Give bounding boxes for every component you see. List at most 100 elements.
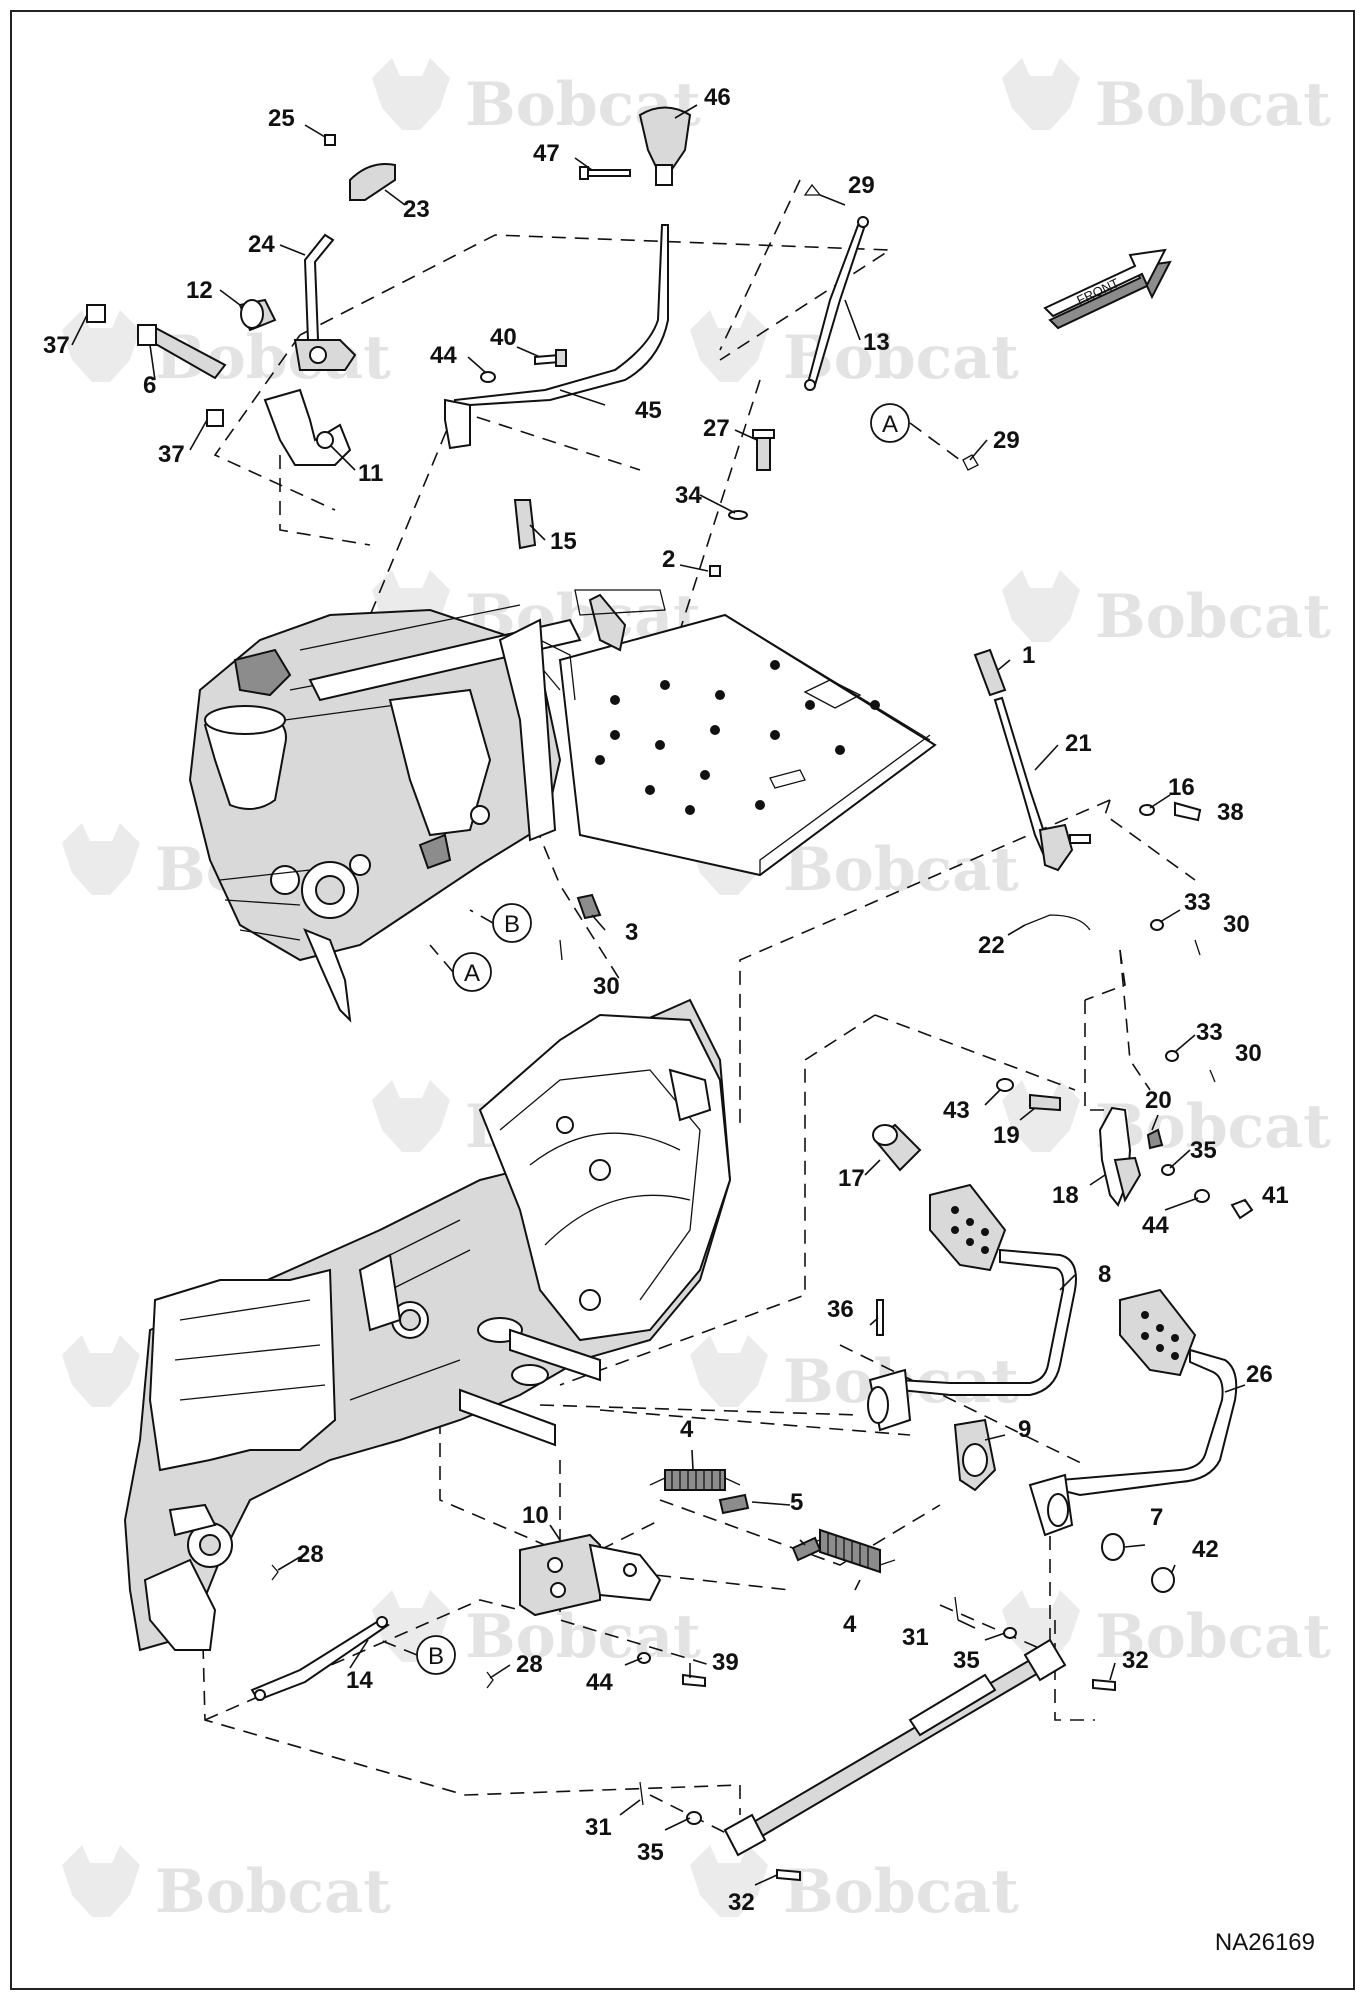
callout-20: 20 [1145, 1087, 1172, 1114]
filter-cap [233, 648, 292, 697]
callout-4b: 4 [843, 1611, 857, 1638]
callout-11: 11 [358, 460, 383, 487]
watermark-brand: Bobcat [155, 1857, 391, 1927]
callout-2: 2 [662, 546, 675, 573]
callout-3: 3 [625, 919, 638, 946]
callout-5: 5 [790, 1489, 803, 1516]
part-27-screw [756, 434, 771, 471]
part-36-roll-pin [876, 1299, 884, 1336]
control-rod-clevis-upper [1023, 1638, 1067, 1682]
part-38-bolt [1174, 801, 1202, 822]
watermark-brand: Bobcat [1095, 582, 1331, 652]
rear-bracket [668, 1068, 712, 1122]
ref-letter: A [882, 411, 898, 438]
watermark-6: Bobcat [1002, 570, 1331, 652]
watermark-2: Bobcat [1002, 58, 1331, 140]
part-26-pedal-arm [1059, 1348, 1238, 1497]
callout-24: 24 [248, 231, 275, 258]
part-4-spring-upper [649, 1469, 741, 1491]
callout-43: 43 [943, 1097, 970, 1124]
part-4-spring-lower [804, 1528, 896, 1574]
part-20-pin [1146, 1128, 1164, 1150]
callout-47: 47 [533, 140, 560, 167]
watermark-brand: Bobcat [465, 1602, 701, 1672]
callout-37b: 37 [158, 441, 185, 468]
part-25-pin [324, 134, 336, 146]
callouts: 46 47 29 25 23 24 12 13 37 6 40 44 45 27… [43, 84, 1289, 1916]
part-33-washer-lower [1165, 1050, 1179, 1062]
bobcat-logo-icon [690, 1335, 768, 1407]
callout-30: 30 [1223, 911, 1250, 938]
bobcat-logo-icon [372, 58, 450, 130]
callout-16: 16 [1168, 774, 1195, 801]
control-rod-sleeve [908, 1673, 997, 1737]
callout-10: 10 [522, 1502, 549, 1529]
callout-32b: 32 [728, 1889, 755, 1916]
drawing-number: NA26169 [1215, 1929, 1315, 1956]
callout-18: 18 [1052, 1182, 1079, 1209]
ref-circle-b-upper: B [492, 903, 532, 943]
callout-12: 12 [186, 277, 213, 304]
floor-plate-holes [595, 660, 880, 815]
part-1-grip [973, 648, 1007, 697]
part-39-bolt [682, 1673, 706, 1688]
callout-35: 35 [1190, 1137, 1217, 1164]
part-7-washer [1101, 1533, 1125, 1561]
callout-8: 8 [1098, 1261, 1111, 1288]
bobcat-logo-icon [1002, 570, 1080, 642]
watermark-10: Bobcat [1002, 1080, 1331, 1162]
callout-44: 44 [430, 342, 457, 369]
callout-32: 32 [1122, 1647, 1149, 1674]
pedal-support-bracket [388, 688, 492, 837]
part-5-spring-right [791, 1536, 822, 1562]
part-33-washer-upper [1150, 919, 1164, 931]
part-30-pin-left [559, 939, 563, 961]
part-29-clip-upper [803, 183, 822, 196]
front-direction-arrow: FRONT [1043, 248, 1172, 330]
callout-25: 25 [268, 105, 295, 132]
callout-19: 19 [993, 1122, 1020, 1149]
ref-letter: B [504, 911, 520, 938]
watermark-brand: Bobcat [1095, 70, 1331, 140]
part-37-bolt-lower [206, 409, 224, 427]
callout-37: 37 [43, 332, 70, 359]
callout-46: 46 [704, 84, 731, 111]
callout-31: 31 [902, 1624, 929, 1651]
part-2-pin [709, 565, 721, 577]
bobcat-logo-icon [1002, 58, 1080, 130]
diagram-frame [10, 10, 1355, 1990]
watermark-12: Bobcat [690, 1335, 1019, 1417]
callout-26: 26 [1246, 1361, 1273, 1388]
callout-45: 45 [635, 397, 662, 424]
part-18-ratchet-teeth [1113, 1156, 1142, 1203]
top-cover [148, 1268, 337, 1472]
ref-circle-a-lower: A [452, 952, 492, 992]
watermark-brand: Bobcat [783, 835, 1019, 905]
part-8-pedal-pad [929, 1183, 1007, 1272]
callout-28b: 28 [516, 1651, 543, 1678]
part-3-spring-pin [576, 893, 602, 920]
bobcat-logo-icon [62, 823, 140, 895]
bobcat-logo-icon [62, 1845, 140, 1917]
callout-41: 41 [1262, 1182, 1289, 1209]
part-32-bolt-upper [1092, 1678, 1116, 1692]
watermark-brand: Bobcat [1095, 1092, 1331, 1162]
part-28-cotter-pin-lower [486, 1671, 494, 1689]
bobcat-logo-icon [1002, 1590, 1080, 1662]
leader-lines [71, 104, 1246, 1886]
callout-17: 17 [838, 1165, 865, 1192]
transmission-arm [143, 1558, 217, 1651]
callout-28: 28 [297, 1541, 324, 1568]
part-47-screw [584, 169, 631, 177]
callout-6: 6 [143, 372, 156, 399]
callout-44c: 44 [586, 1669, 613, 1696]
watermark-16: Bobcat [690, 1845, 1019, 1927]
callout-9: 9 [1018, 1416, 1031, 1443]
part-30-pin-upper [1194, 939, 1201, 956]
part-31-pin-lower [639, 1781, 644, 1806]
part-37-bolt-upper [86, 304, 106, 323]
part-30-pin-mid [1209, 1069, 1216, 1083]
throttle-bracket [498, 618, 557, 842]
callout-22: 22 [978, 932, 1005, 959]
